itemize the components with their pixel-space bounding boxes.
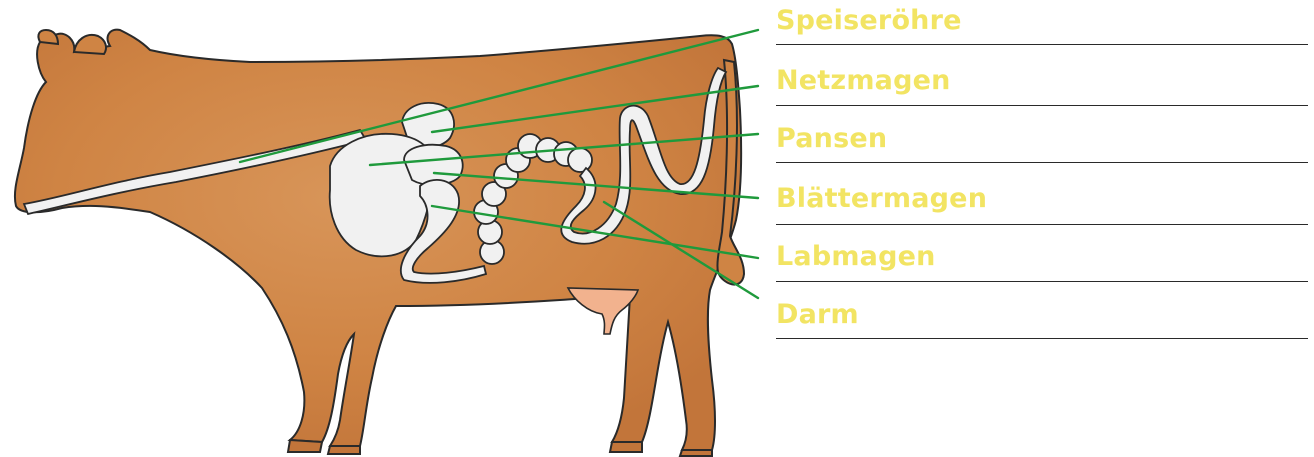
label-pansen: Pansen	[776, 124, 887, 154]
rule-labmagen	[776, 281, 1308, 282]
rule-blaettermagen	[776, 224, 1308, 225]
omasum-shape	[404, 145, 463, 185]
rule-darm	[776, 338, 1308, 339]
rule-pansen	[776, 162, 1308, 163]
label-blaettermagen: Blättermagen	[776, 184, 987, 214]
label-labmagen: Labmagen	[776, 242, 936, 272]
rule-netzmagen	[776, 105, 1308, 106]
label-speiseroehre: Speiseröhre	[776, 6, 962, 36]
label-darm: Darm	[776, 300, 859, 330]
label-netzmagen: Netzmagen	[776, 66, 951, 96]
rule-speiseroehre	[776, 44, 1308, 45]
